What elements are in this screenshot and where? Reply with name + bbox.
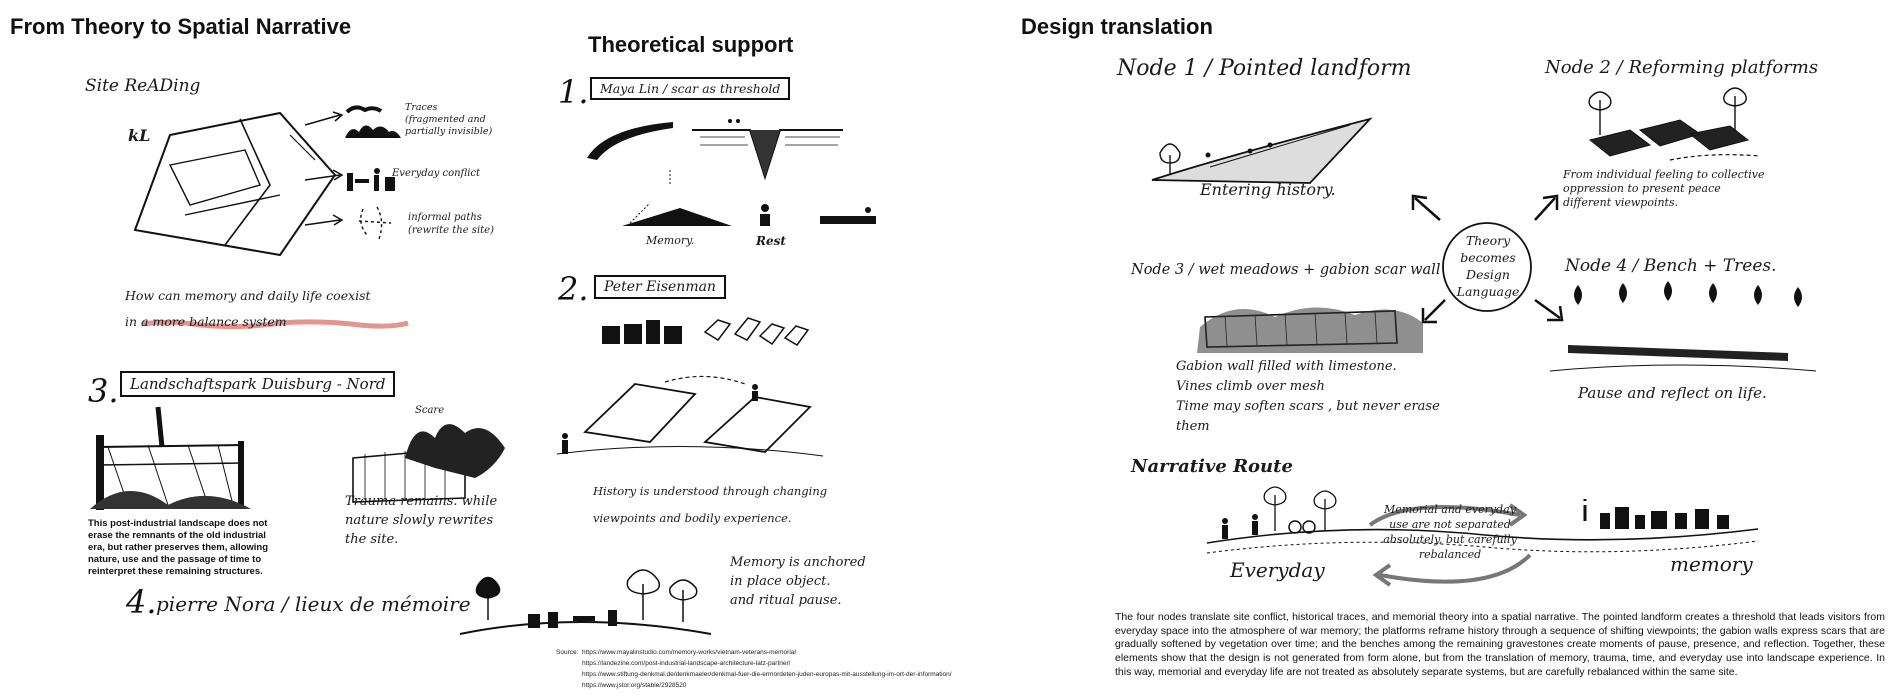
source-link-4[interactable]: https://www.jstor.org/stable/2928520 — [582, 681, 686, 691]
theory-4-number: 4. — [126, 583, 157, 621]
node4-bench-trees-sketch — [1548, 285, 1818, 375]
design-description: The four nodes translate site conflict, … — [1115, 611, 1885, 679]
node1-caption: Entering history. — [1200, 180, 1336, 199]
node3-caption: Gabion wall filled with limestone. Vines… — [1176, 357, 1440, 437]
left-section-title: From Theory to Spatial Narrative — [10, 14, 351, 40]
node1-title: Node 1 / Pointed landform — [1117, 56, 1411, 81]
route-center-text: Memorial and everyday use are not separa… — [1375, 502, 1525, 562]
node4-title: Node 4 / Bench + Trees. — [1565, 256, 1777, 276]
theory-3-title: Landschaftspark Duisburg - Nord — [120, 371, 395, 397]
duisburg-ruin-sketch — [88, 405, 253, 515]
everyday-conflict-icon — [343, 165, 398, 193]
theory-1-title: Maya Lin / scar as threshold — [590, 77, 790, 100]
memory-rest-sketches — [620, 168, 880, 233]
source-link-1[interactable]: https://www.mayalinstudio.com/memory-wor… — [582, 648, 796, 658]
memory-label: Memory. — [646, 234, 694, 247]
source-link-2[interactable]: https://landezine.com/post-industrial-la… — [582, 659, 790, 669]
node4-caption: Pause and reflect on life. — [1578, 384, 1767, 402]
node2-title: Node 2 / Reforming platforms — [1545, 57, 1818, 78]
memory-route-label: memory — [1670, 552, 1753, 576]
node3-title: Node 3 / wet meadows + gabion scar wall — [1131, 262, 1440, 278]
history-caption: History is understood through changing v… — [593, 478, 827, 532]
duisburg-description: This post-industrial landscape does not … — [88, 518, 283, 577]
theory-1-number: 1. — [558, 73, 589, 111]
informal-paths-icon — [355, 205, 395, 241]
site-reading-heading: Site ReADing — [85, 76, 200, 96]
eisenman-blocks-sketch — [600, 312, 815, 347]
theory-4-title: pierre Nora / lieux de mémoire — [156, 592, 471, 616]
eisenman-platforms-sketch — [555, 372, 825, 462]
trauma-caption: Trauma remains. while nature slowly rewr… — [345, 492, 497, 549]
node3-gabion-sketch — [1195, 287, 1425, 355]
scar-label: Scare — [415, 405, 444, 416]
duisburg-overgrown-wall-sketch — [345, 418, 510, 503]
right-section-title: Design translation — [1021, 14, 1213, 40]
rest-label: Rest — [756, 234, 786, 248]
nora-landscape-sketch — [458, 560, 713, 638]
maya-lin-wall-sketch — [585, 118, 675, 162]
theory-2-number: 2. — [558, 270, 589, 308]
node2-caption: From individual feeling to collective op… — [1563, 168, 1764, 210]
informal-paths-label: informal paths (rewrite the site) — [408, 212, 494, 237]
node2-platforms-sketch — [1570, 90, 1770, 170]
source-link-3[interactable]: https://www.stiftung-denkmal.de/denkmael… — [582, 670, 952, 680]
everyday-label: Everyday — [1230, 558, 1325, 582]
theory-2-title: Peter Eisenman — [594, 275, 726, 299]
nora-caption: Memory is anchored in place object. and … — [730, 553, 866, 610]
traces-icon — [343, 100, 403, 148]
everyday-conflict-label: Everyday conflict — [392, 168, 480, 179]
middle-section-title: Theoretical support — [588, 32, 793, 58]
source-label: Source: — [556, 648, 578, 658]
traces-label: Traces (fragmented and partially invisib… — [405, 102, 492, 138]
site-question: How can memory and daily life coexist in… — [125, 283, 371, 335]
node1-landform-sketch — [1150, 115, 1375, 185]
route-title: Narrative Route — [1131, 456, 1293, 477]
